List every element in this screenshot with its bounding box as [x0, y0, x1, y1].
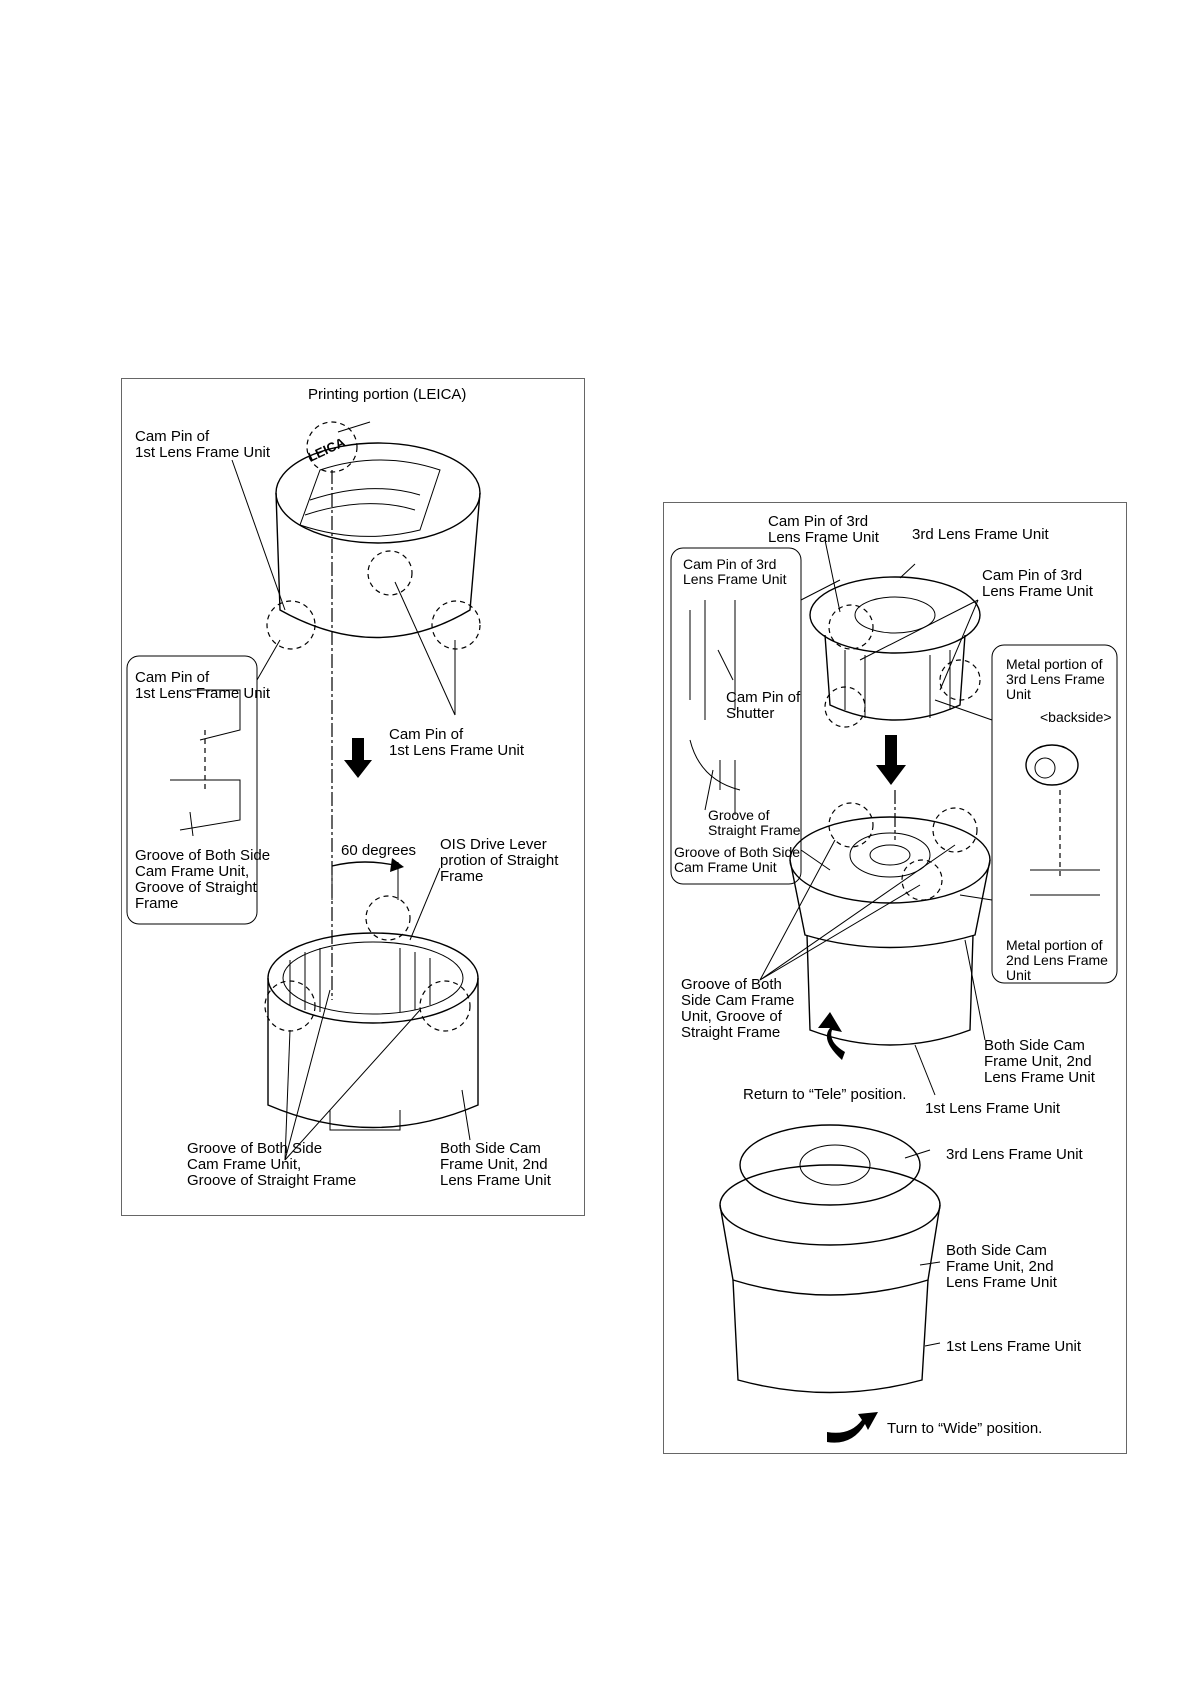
label-both-side-cam-mid: Both Side Cam Frame Unit, 2nd Lens Frame…	[984, 1037, 1095, 1086]
label-turn-wide: Turn to “Wide” position.	[887, 1420, 1043, 1437]
label-cam-pin-1st-top: Cam Pin of 1st Lens Frame Unit	[135, 428, 271, 461]
third-lens-frame-unit-drawing	[809, 576, 981, 721]
label-groove-straight: Groove of Straight Frame	[708, 807, 801, 838]
label-first-lens-frame-bottom: 1st Lens Frame Unit	[946, 1338, 1082, 1355]
label-cam-pin-1st-inset: Cam Pin of 1st Lens Frame Unit	[135, 669, 271, 702]
first-lens-frame-unit-drawing	[275, 442, 481, 639]
label-metal-3rd: Metal portion of 3rd Lens Frame Unit	[1006, 656, 1105, 702]
label-ois-drive-lever: OIS Drive Lever protion of Straight Fram…	[440, 836, 559, 885]
both-side-cam-frame-unit-drawing	[267, 932, 479, 1131]
label-both-side-cam-bottom-left: Both Side Cam Frame Unit, 2nd Lens Frame…	[440, 1140, 551, 1189]
right-assembly-panel	[663, 502, 1127, 1454]
label-cam-pin-3rd-top: Cam Pin of 3rd Lens Frame Unit	[768, 513, 879, 546]
assembled-unit-drawing	[719, 1124, 941, 1394]
label-third-lens-frame-top: 3rd Lens Frame Unit	[912, 526, 1049, 543]
label-cam-pin-shutter: Cam Pin of Shutter	[726, 689, 801, 722]
label-printing-portion: Printing portion (LEICA)	[308, 386, 467, 403]
label-cam-pin-3rd-inset: Cam Pin of 3rd Lens Frame Unit	[683, 556, 787, 587]
label-groove-inset: Groove of Both Side Cam Frame Unit, Groo…	[135, 847, 271, 912]
label-first-lens-frame-mid: 1st Lens Frame Unit	[925, 1100, 1061, 1117]
label-cam-pin-1st-right: Cam Pin of 1st Lens Frame Unit	[389, 726, 525, 759]
label-both-side-cam-bottom-right: Both Side Cam Frame Unit, 2nd Lens Frame…	[946, 1242, 1057, 1291]
label-third-lens-frame-bottom: 3rd Lens Frame Unit	[946, 1146, 1083, 1163]
left-assembly-panel	[121, 378, 585, 1216]
label-groove-bottom: Groove of Both Side Cam Frame Unit, Groo…	[187, 1140, 357, 1189]
label-backside: <backside>	[1040, 709, 1112, 725]
label-groove-both-inset: Groove of Both Side Cam Frame Unit	[674, 844, 801, 875]
label-sixty-degrees: 60 degrees	[341, 842, 417, 859]
label-cam-pin-3rd-right: Cam Pin of 3rd Lens Frame Unit	[982, 567, 1093, 600]
label-metal-2nd: Metal portion of 2nd Lens Frame Unit	[1006, 937, 1108, 983]
label-groove-both-main: Groove of Both Side Cam Frame Unit, Groo…	[681, 976, 795, 1041]
label-return-tele: Return to “Tele” position.	[743, 1086, 907, 1103]
